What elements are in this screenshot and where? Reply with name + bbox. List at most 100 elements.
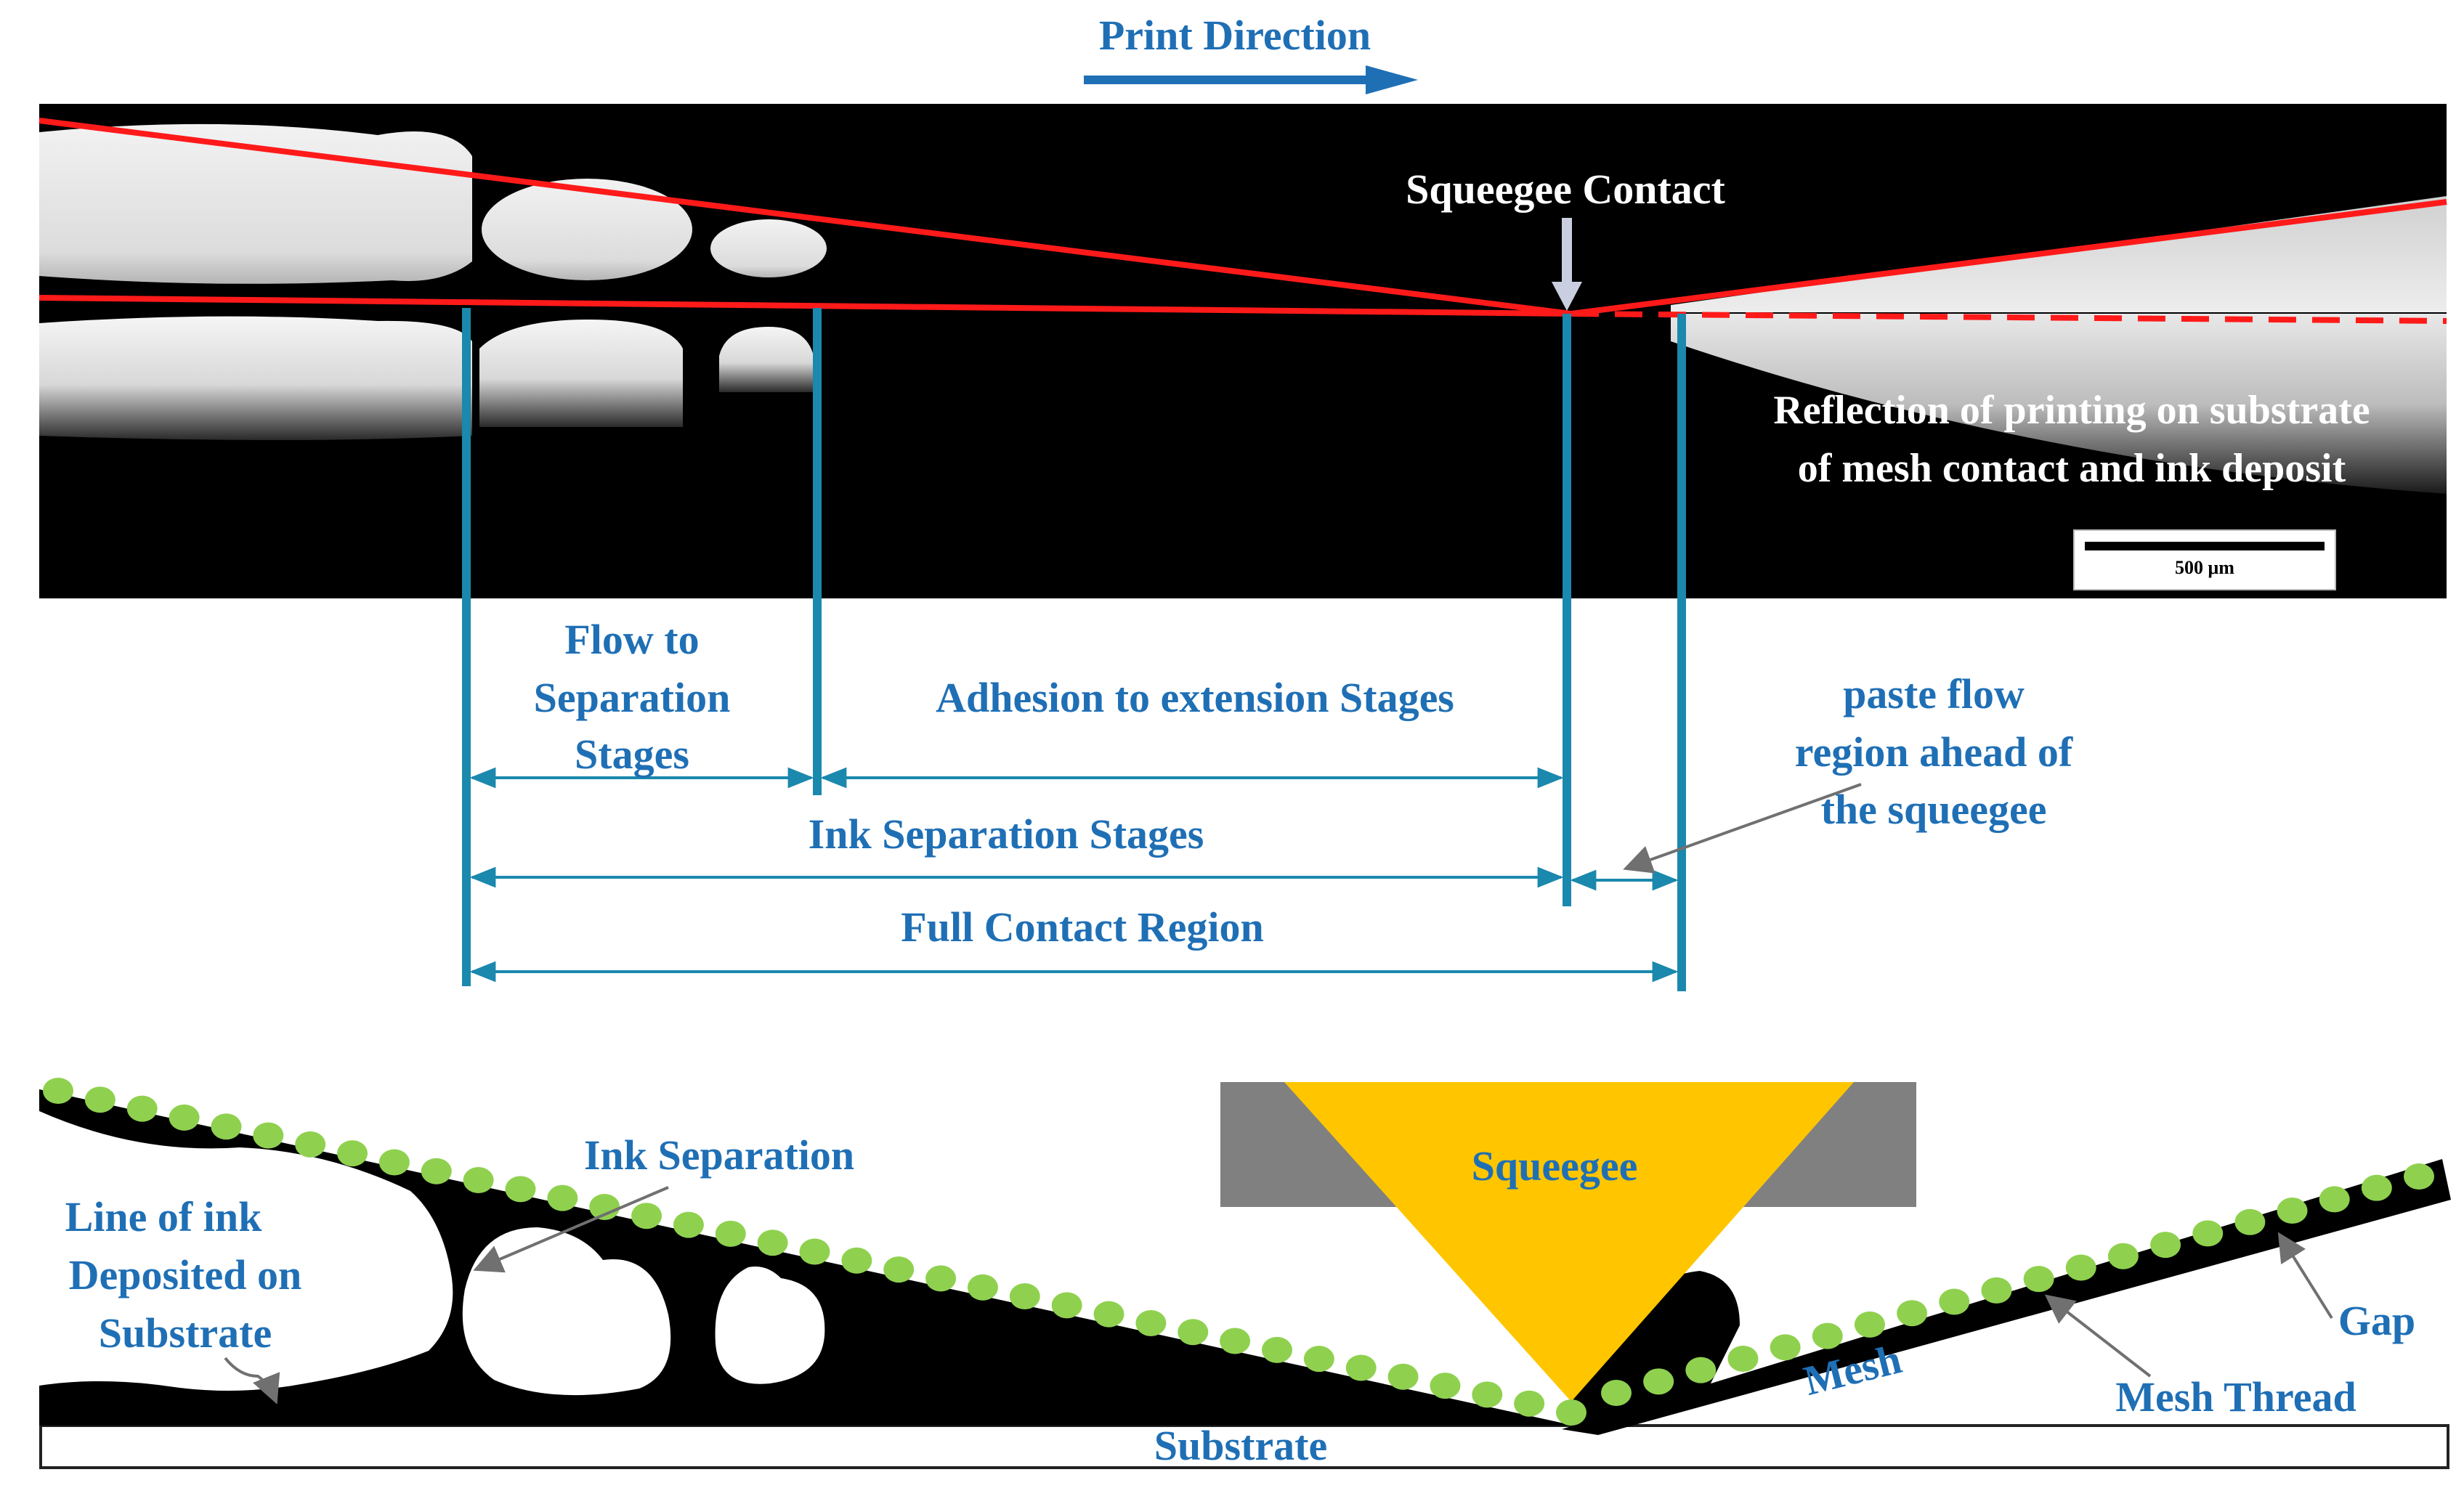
mesh-thread-dot	[1472, 1381, 1503, 1408]
schematic	[39, 1078, 2451, 1469]
label-line-of-ink-1: Line of ink	[65, 1193, 262, 1240]
substrate-contact-line	[38, 295, 1572, 317]
mesh-thread-dot	[421, 1158, 452, 1184]
mesh-thread-dot	[169, 1104, 200, 1131]
mesh-thread-dot	[673, 1211, 704, 1238]
mesh-thread-dot	[2192, 1220, 2224, 1247]
ink-reflection-medium	[479, 320, 683, 427]
label-mesh-thread: Mesh Thread	[2115, 1373, 2356, 1420]
region-markers	[462, 308, 1686, 991]
label-flow-line2: Separation	[534, 674, 731, 721]
ink-separation-pointer	[473, 1186, 669, 1273]
micrograph-photo: Squeegee Contact Reflection of printing …	[38, 104, 2447, 598]
squeegee-blade	[1284, 1082, 1854, 1402]
mesh-thread-dot	[799, 1238, 830, 1265]
mesh-thread-dot	[295, 1131, 326, 1158]
label-squeegee: Squeegee	[1472, 1142, 1638, 1190]
mesh-thread-dot	[43, 1078, 73, 1104]
label-line-of-ink-3: Substrate	[99, 1309, 272, 1357]
label-mesh: Mesh	[1799, 1335, 1906, 1405]
label-gap: Gap	[2338, 1297, 2415, 1344]
label-flow-line3: Stages	[575, 731, 689, 778]
paste-flow-pointer	[1623, 783, 1862, 874]
gap-pointer	[2277, 1232, 2333, 1320]
mesh-thread-dot	[2277, 1198, 2308, 1224]
label-full-contact-region: Full Contact Region	[901, 903, 1263, 951]
label-line-of-ink-2: Deposited on	[69, 1251, 302, 1298]
label-substrate: Substrate	[1154, 1422, 1327, 1469]
mesh-thread-dot	[1643, 1368, 1674, 1395]
label-ink-separation: Ink Separation	[584, 1131, 854, 1179]
ink-separation-hole-2	[715, 1267, 825, 1384]
label-paste-flow-line1: paste flow	[1843, 670, 2025, 718]
mesh-thread-dot	[1897, 1300, 1928, 1327]
mesh-thread-dot	[1135, 1309, 1167, 1336]
mesh-thread-dot	[253, 1122, 284, 1149]
mesh-threads-right	[1601, 1163, 2434, 1406]
mesh-thread-dot	[925, 1265, 957, 1292]
mesh-thread-dot	[1220, 1328, 1251, 1354]
mesh-thread-dot	[463, 1167, 494, 1194]
mesh-thread-dot	[631, 1203, 662, 1229]
line-of-ink-pointer	[224, 1357, 280, 1405]
mesh-thread-dot	[2234, 1208, 2266, 1235]
mesh-thread-dot	[2404, 1163, 2434, 1190]
mesh-thread-dot	[2107, 1243, 2139, 1269]
mesh-thread-pointer	[2044, 1294, 2152, 1378]
scale-bar: 500 μm	[2073, 529, 2336, 590]
mesh-thread-dot	[1345, 1354, 1377, 1381]
mesh-thread-dot	[1685, 1357, 1717, 1383]
mesh-thread-dot	[1009, 1283, 1040, 1310]
mesh-angle-line	[38, 118, 1572, 317]
mesh-thread-dot	[211, 1113, 242, 1140]
mesh-thread-dot	[1051, 1292, 1082, 1319]
mesh-thread-dot	[1727, 1345, 1759, 1372]
mesh-thread-dot	[84, 1086, 115, 1113]
ink-separation-hole-1	[462, 1227, 671, 1396]
mesh-thread-dot	[337, 1140, 368, 1167]
reflection-region-right	[1671, 314, 2447, 494]
reflection-caption-line1: Reflection of printing on substrate	[1773, 388, 2370, 433]
mesh-thread-dot	[841, 1247, 872, 1274]
substrate-bar	[39, 1424, 2449, 1469]
mesh-thread-dot	[883, 1256, 915, 1283]
ink-reflection-small	[719, 327, 814, 392]
mesh-thread-dot	[2023, 1266, 2054, 1293]
mesh-thread-dot	[126, 1095, 158, 1122]
mesh-threads-left	[43, 1078, 1586, 1426]
mesh-thread-dot	[1514, 1390, 1545, 1417]
mesh-thread-dot	[1387, 1363, 1419, 1390]
mesh-thread-dot	[547, 1184, 578, 1211]
mesh-thread-dot	[1430, 1373, 1461, 1399]
mesh-thread-dot	[1556, 1399, 1586, 1426]
mesh-thread-dot	[505, 1176, 536, 1203]
squeegee-contact-arrow	[1552, 218, 1582, 311]
mesh-thread-dot	[2319, 1186, 2350, 1213]
squeegee-contact-label: Squeegee Contact	[1406, 166, 1725, 213]
mesh-thread-dot	[1770, 1334, 1801, 1361]
mesh-thread-dot	[757, 1229, 788, 1256]
mesh-thread-dot	[1261, 1336, 1292, 1363]
label-ink-separation-stages: Ink Separation Stages	[808, 810, 1204, 858]
label-paste-flow-line2: region ahead of	[1795, 728, 2073, 776]
mesh-thread-dot	[1939, 1288, 1970, 1315]
mesh-thread-dot	[715, 1220, 746, 1247]
mesh-thread-dot	[378, 1149, 410, 1176]
mesh-thread-dot	[1812, 1322, 1843, 1349]
mesh-thread-dot	[2065, 1254, 2096, 1281]
mesh-thread-dot	[2361, 1174, 2392, 1201]
mesh-thread-dot	[967, 1274, 998, 1301]
print-direction-title: Print Direction	[1099, 12, 1371, 59]
mesh-thread-dot	[1854, 1311, 1885, 1338]
mesh-thread-dot	[1178, 1319, 1209, 1346]
mesh-thread-dot	[1303, 1346, 1334, 1373]
reflection-dashed-line	[1571, 311, 2447, 324]
scale-bar-label: 500 μm	[2175, 557, 2234, 578]
mesh-thread-dot	[1601, 1380, 1632, 1406]
mesh-thread-dot	[589, 1193, 620, 1220]
ink-blob-top-small	[710, 219, 827, 277]
mesh-thread-dot	[1981, 1277, 2012, 1304]
reflection-caption-line2: of mesh contact and ink deposit	[1798, 446, 2346, 491]
mesh-thread-dot	[2150, 1232, 2181, 1259]
